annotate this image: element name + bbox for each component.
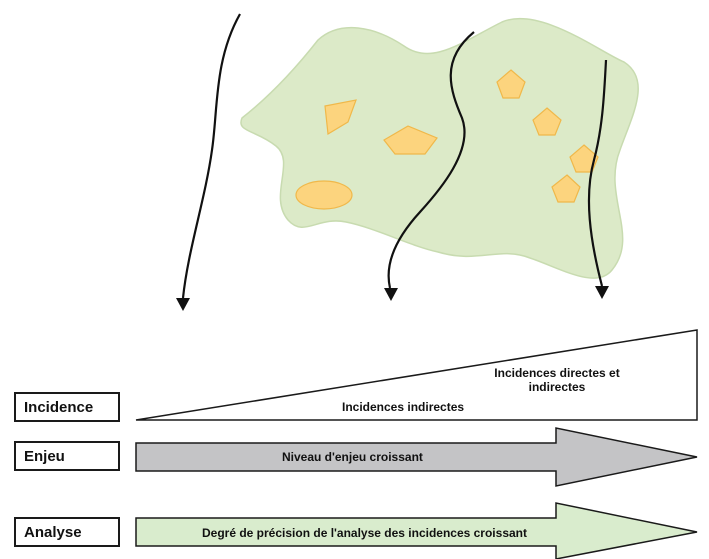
analyse-row-label: Analyse xyxy=(14,517,120,547)
incidence-row-label: Incidence xyxy=(14,392,120,422)
incidences-directes-caption: Incidences directes et indirectes xyxy=(494,366,620,394)
flow-line-right xyxy=(587,59,608,287)
feature-pentagon xyxy=(551,174,581,203)
feature-pentagon xyxy=(532,107,562,136)
analyse-label-text: Analyse xyxy=(24,523,82,541)
enjeu-arrow-caption: Niveau d'enjeu croissant xyxy=(282,450,423,464)
flow-line-middle xyxy=(387,31,475,289)
territory-area xyxy=(240,17,639,279)
feature-ellipse xyxy=(295,180,353,210)
incidence-wedge xyxy=(135,329,698,421)
arrowhead-icon xyxy=(595,286,609,299)
arrowhead-icon xyxy=(384,288,398,301)
analyse-arrow-caption: Degré de précision de l'analyse des inci… xyxy=(202,526,527,540)
feature-pentagon xyxy=(496,69,526,99)
enjeu-arrow xyxy=(135,427,698,487)
arrowhead-icon xyxy=(176,298,190,311)
incidences-indirectes-caption: Incidences indirectes xyxy=(342,400,465,414)
incidence-label-text: Incidence xyxy=(24,398,94,416)
enjeu-row-label: Enjeu xyxy=(14,441,120,471)
feature-quad xyxy=(324,99,357,135)
enjeu-label-text: Enjeu xyxy=(24,447,65,465)
analyse-arrow xyxy=(135,502,698,559)
flow-line-left xyxy=(181,13,241,299)
feature-pentagon xyxy=(383,125,438,155)
